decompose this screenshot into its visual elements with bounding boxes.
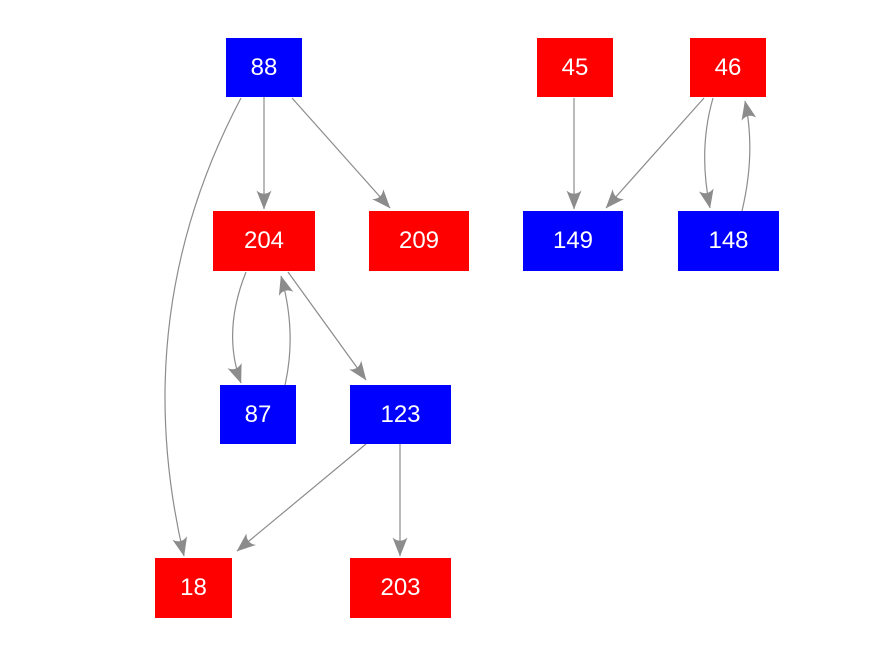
edge-group [164,97,757,557]
edge-87-204 [278,275,294,386]
edge-46-149 [605,97,705,209]
node-45: 45 [537,38,613,97]
node-label: 18 [180,574,207,601]
edge-88-209 [291,97,391,209]
edge-123-18 [236,443,367,552]
node-label: 88 [250,53,278,81]
node-46: 46 [690,38,766,97]
node-label: 148 [708,227,749,254]
node-label: 45 [561,53,589,81]
node-88: 88 [226,38,302,97]
node-87: 87 [220,385,296,444]
edge-88-18 [164,97,242,557]
edge-46-148 [698,97,714,209]
node-label: 123 [380,400,421,428]
node-18: 18 [155,558,232,618]
node-148: 148 [678,211,779,271]
node-204: 204 [213,211,315,271]
node-149: 149 [523,211,623,271]
node-label: 149 [552,227,594,254]
edge-148-46 [741,100,757,212]
node-label: 87 [244,400,272,428]
node-label: 209 [398,227,440,254]
node-label: 46 [714,53,742,81]
edge-204-87 [227,271,247,384]
node-203: 203 [350,558,451,618]
node-209: 209 [369,211,469,271]
node-123: 123 [350,385,451,444]
node-label: 204 [243,227,285,254]
edge-204-123 [287,271,367,381]
node-label: 203 [380,574,421,601]
